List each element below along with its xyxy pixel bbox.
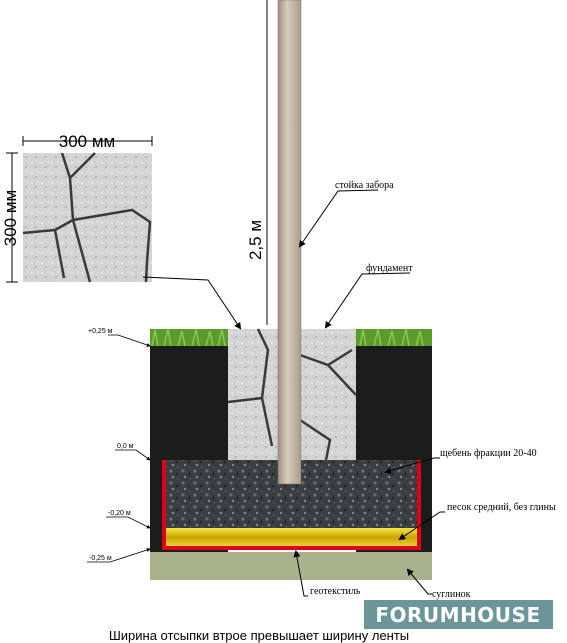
gravel-label: щебень фракции 20-40 <box>440 448 537 459</box>
gravel-leader <box>384 457 440 474</box>
grass <box>150 328 432 347</box>
tile-leader <box>142 276 242 330</box>
level-minus-025: -0,25 м <box>87 548 151 563</box>
forumhouse-watermark: FORUMHOUSE <box>364 600 553 629</box>
svg-text:-0,25 м: -0,25 м <box>89 555 112 562</box>
caption: Ширина отсыпки втрое превышает ширину ле… <box>109 628 409 643</box>
loam-label: суглинок <box>432 589 471 600</box>
tile-width-label: 300 мм <box>59 132 115 151</box>
loam-leader <box>406 568 432 595</box>
post-height-label: 2,5 м <box>246 220 265 260</box>
tile-height-label: 300 мм <box>1 190 20 246</box>
geotextile-label: геотекстиль <box>310 586 361 597</box>
sand-label: песок средний, без глины <box>447 502 556 513</box>
sand-layer <box>165 528 417 547</box>
tile-width-dimension: 300 мм <box>22 132 153 151</box>
fence-post <box>277 0 302 485</box>
foundation-label: фундамент <box>366 263 413 274</box>
post-height-dimension: 2,5 м <box>246 0 268 325</box>
sand-leader <box>398 511 445 541</box>
geotextile-wrap <box>162 460 421 550</box>
geotextile-leader <box>293 550 308 597</box>
level-zero: 0,0 м <box>115 443 151 461</box>
tile-sample <box>22 152 152 283</box>
level-minus-020: -0,20 м <box>106 510 151 529</box>
svg-text:0,0 м: 0,0 м <box>117 443 134 450</box>
level-plus-025: +0,25 м <box>88 328 151 347</box>
svg-text:+0,25 м: +0,25 м <box>88 328 113 335</box>
tile-height-dimension: 300 мм <box>1 152 20 283</box>
loam-layer <box>150 552 432 580</box>
foundation-leader <box>324 272 411 329</box>
svg-text:FORUMHOUSE: FORUMHOUSE <box>375 603 540 627</box>
svg-text:-0,20 м: -0,20 м <box>108 510 131 517</box>
post-leader <box>298 189 379 248</box>
post-label: стойка забора <box>335 180 394 191</box>
